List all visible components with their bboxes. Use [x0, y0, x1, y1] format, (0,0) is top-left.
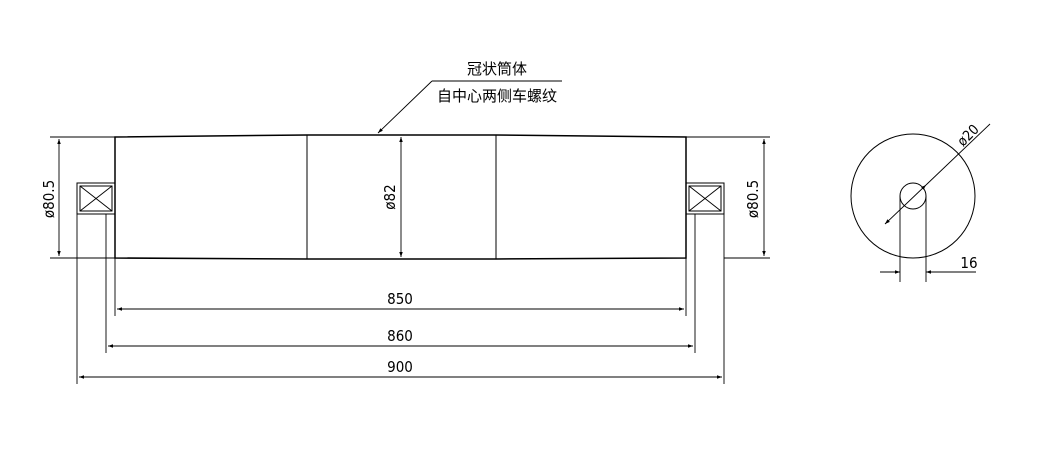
dim-length-860: 860	[108, 327, 693, 348]
leader-note: 冠状筒体 自中心两侧车螺纹	[377, 60, 562, 134]
dim-dia-center: ø82	[381, 137, 403, 257]
length-extension-lines	[76, 214, 725, 384]
dim-dia-right-label: ø80.5	[744, 180, 762, 218]
dim-dia-left-label: ø80.5	[40, 180, 58, 218]
dim-dia-left: ø80.5	[40, 136, 115, 259]
dim-bore-leader	[884, 184, 927, 225]
end-view-outer-circle	[850, 133, 976, 259]
dim-length-900: 900	[79, 358, 722, 379]
dim-dia-center-label: ø82	[381, 184, 399, 209]
dim-bore-label: ø20	[955, 122, 983, 150]
dim-length-860-label: 860	[387, 327, 413, 345]
dim-length-900-label: 900	[387, 358, 413, 376]
roller-body	[114, 134, 687, 260]
shaft-end-left	[76, 182, 116, 215]
dim-length-850: 850	[117, 290, 684, 311]
end-view: ø20 16	[850, 122, 991, 282]
dim-hub-width-label: 16	[960, 254, 977, 272]
note-line-1: 冠状筒体	[467, 60, 527, 78]
dim-dia-right: ø80.5	[686, 136, 770, 259]
end-view-bore-circle	[899, 182, 927, 210]
shaft-end-right	[685, 182, 725, 215]
crowned-tube-outline	[114, 134, 687, 260]
dim-length-850-label: 850	[387, 290, 413, 308]
note-line-2: 自中心两侧车螺纹	[437, 87, 557, 105]
